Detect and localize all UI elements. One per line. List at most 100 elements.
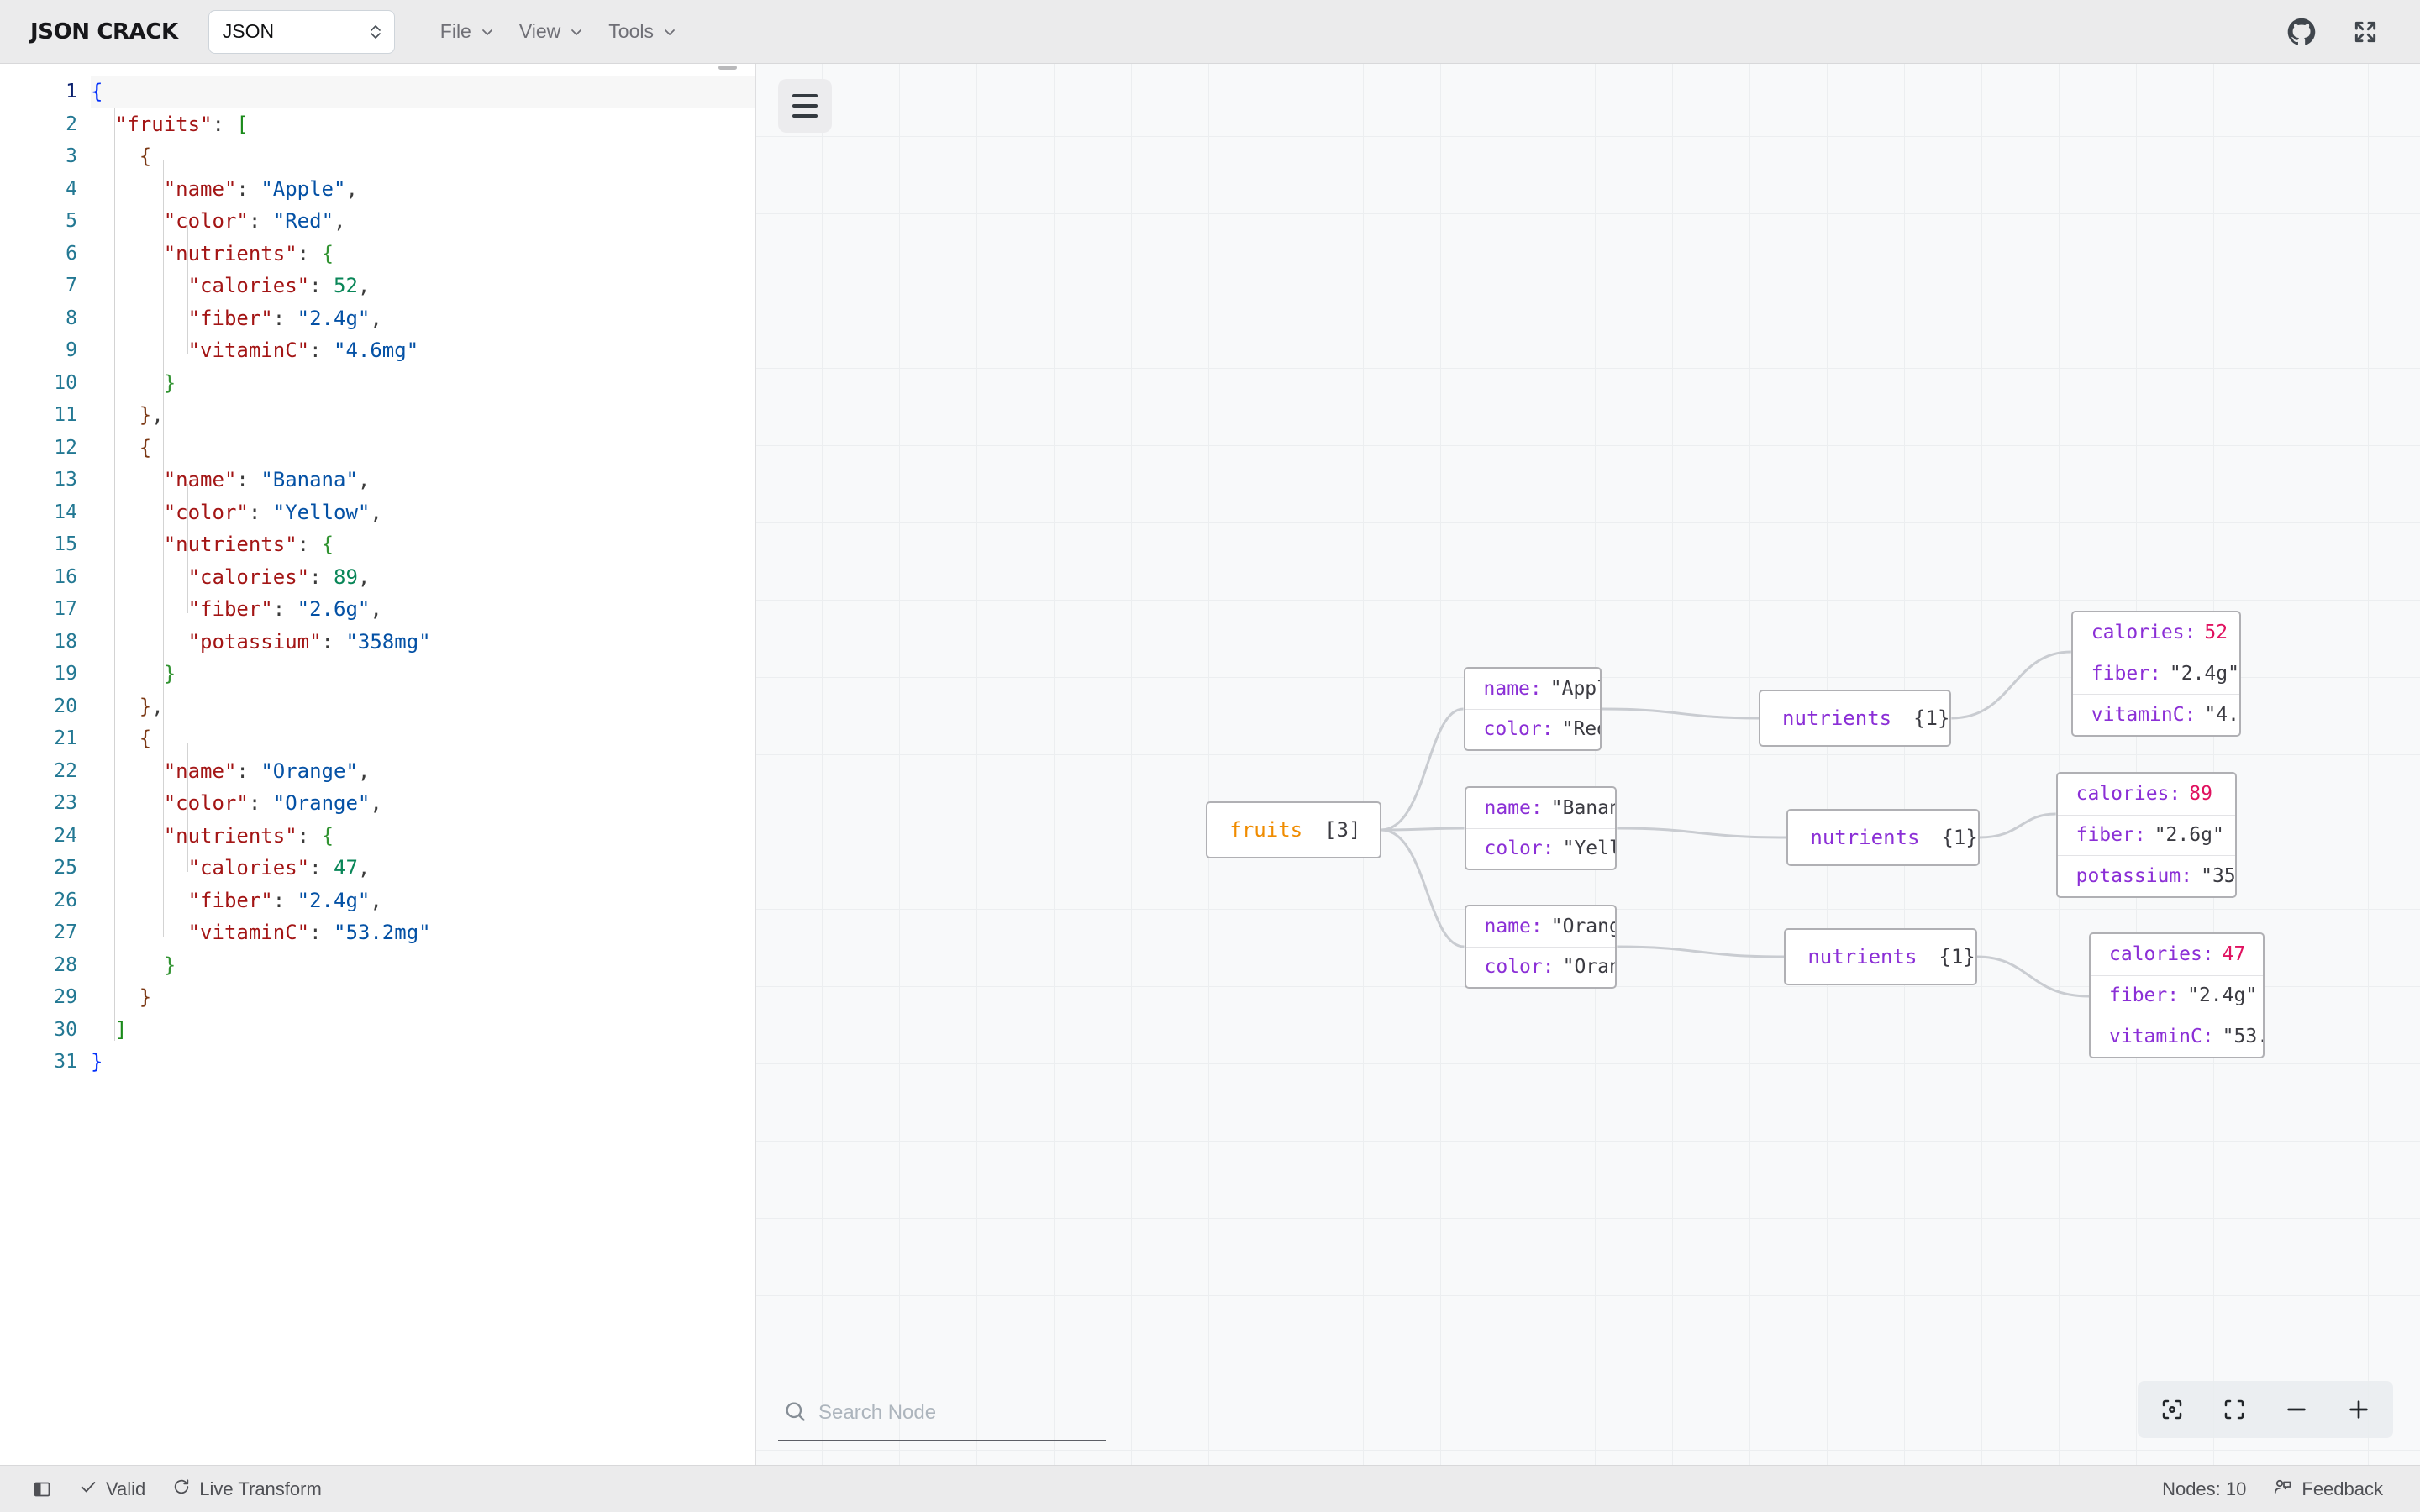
code-token: { [139,727,152,750]
feedback-button[interactable]: Feedback [2260,1477,2396,1502]
editor-line-number: 18 [54,630,77,653]
fit-to-screen-icon[interactable] [2203,1381,2265,1438]
editor-code-line: "calories": 52, [91,270,755,302]
editor-code-area[interactable]: { "fruits": [ { "name": "Apple", "color"… [91,64,755,1465]
code-token: , [370,597,382,621]
editor-code-line: } [91,658,755,690]
editor-code-line: "calories": 89, [91,561,755,594]
code-token: , [370,791,382,815]
code-token [91,436,139,459]
editor-line-number: 6 [66,242,77,265]
editor-line-number: 7 [66,275,77,297]
graph-node-nut2[interactable]: nutrients{1} [1786,809,1980,866]
code-token: "Apple" [260,176,346,201]
graph-node-root[interactable]: fruits[3] [1206,801,1381,858]
code-token: } [139,985,152,1009]
editor-line-number: 12 [54,436,77,459]
editor-line-number: 11 [54,404,77,426]
graph-node-orange[interactable]: name:"Orange"color:"Orange" [1464,905,1618,989]
editor-code-line: { [91,722,755,755]
code-token: { [139,144,152,168]
editor-line-number: 19 [54,663,77,685]
code-token [91,630,188,654]
zoom-out-icon[interactable] [2265,1381,2328,1438]
zoom-in-icon[interactable] [2328,1381,2390,1438]
node-count-badge: [3] [1324,818,1361,842]
hamburger-icon[interactable] [778,79,832,133]
code-token: "Red" [272,209,334,233]
fullscreen-expand-icon[interactable] [2346,13,2385,51]
node-row-value: "Apple" [1549,677,1600,700]
status-node-count-label: Nodes: 10 [2162,1478,2247,1499]
code-token: : [309,274,334,297]
code-token: "Orange" [260,759,358,783]
graph-node-banana[interactable]: name:"Banana"color:"Yellow" [1464,786,1618,870]
node-row-value: "2.6g" [2154,824,2224,847]
code-token [91,856,188,879]
code-token [91,307,188,330]
menu-file[interactable]: File [429,13,508,50]
code-token: "Banana" [260,468,358,491]
code-token: : [297,533,322,556]
status-live-transform[interactable]: Live Transform [159,1478,335,1501]
code-token: "color" [163,209,249,233]
graph-node-apple[interactable]: name:"Apple"color:"Red" [1463,667,1602,751]
graph-node-nut3[interactable]: nutrients{1} [1784,928,1977,985]
status-valid-label: Valid [106,1478,146,1499]
editor-code-line: "name": "Apple", [91,173,755,206]
code-token: , [357,759,371,783]
status-bar-right: Nodes: 10 Feedback [2149,1477,2396,1502]
node-row-key: calories: [2075,783,2181,806]
node-row: calories:52 [2073,612,2239,654]
code-token: "nutrients" [163,823,297,848]
menu-tools[interactable]: Tools [597,13,690,50]
code-token [91,921,188,944]
code-token: 89 [334,564,358,589]
editor-code-line: "nutrients": { [91,528,755,561]
code-token: "name" [163,176,237,201]
status-valid: Valid [66,1478,159,1501]
code-token: , [151,694,164,718]
search-input[interactable] [818,1401,1101,1425]
code-token: "calories" [187,274,310,297]
menu-view[interactable]: View [508,13,597,50]
center-view-icon[interactable] [2141,1381,2203,1438]
search-node-field[interactable] [778,1391,1106,1441]
node-key-label: nutrients [1810,826,1920,849]
node-row-key: fiber: [2109,984,2180,1007]
code-token [91,177,164,201]
format-select[interactable]: JSON [208,9,395,54]
node-row-value: 89 [2189,783,2212,806]
node-row-value: "53.2mg" [2222,1026,2265,1048]
editor-code-line: "vitaminC": "4.6mg" [91,334,755,367]
menu-view-label: View [518,20,561,42]
code-token: , [334,209,346,233]
app-brand-logo: JSON CRACK [30,18,178,45]
code-token: "53.2mg" [334,921,431,944]
node-row: fiber:"2.4g" [2091,974,2264,1016]
editor-line-number: 3 [66,145,77,167]
node-row: potassium:"358mg" [2057,855,2235,896]
node-row-key: color: [1484,956,1555,979]
node-row-key: vitaminC: [2091,704,2196,727]
node-row-key: calories: [2109,943,2214,966]
code-token: "nutrients" [163,241,297,265]
panel-toggle-icon[interactable] [18,1479,66,1499]
code-token: : [248,791,273,815]
code-token: "fiber" [187,888,273,912]
editor-code-line: "fiber": "2.6g", [91,593,755,626]
code-token: { [321,241,334,265]
editor-line-number: 13 [54,469,77,491]
github-icon[interactable] [2282,13,2321,51]
code-token: "fiber" [187,306,273,330]
graph-node-nut1[interactable]: nutrients{1} [1759,690,1952,747]
editor-code-line: "fruits": [ [91,108,755,141]
graph-canvas[interactable]: fruits[3] name:"Apple"color:"Red" name:"Ba… [756,64,2420,1465]
